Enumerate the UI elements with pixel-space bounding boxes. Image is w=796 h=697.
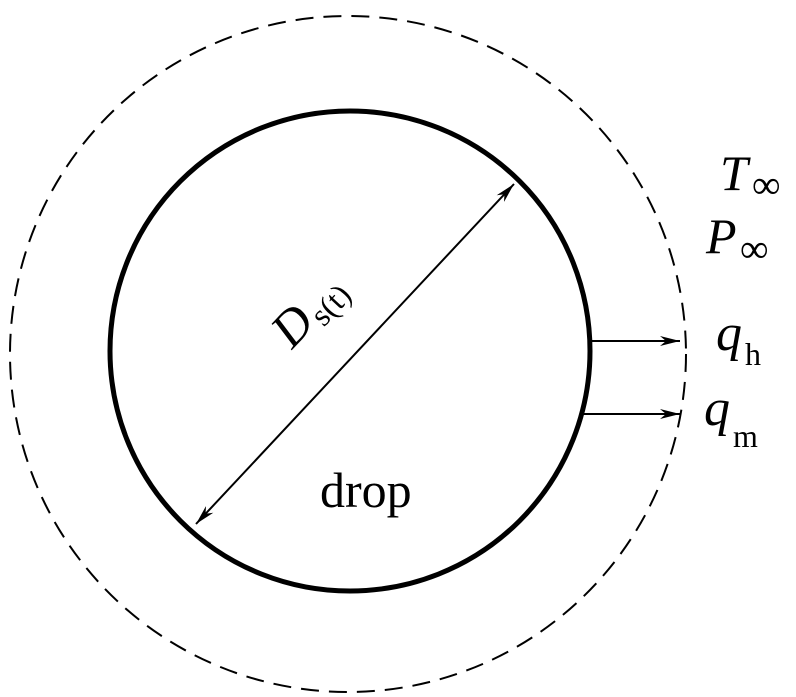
- mass-flux-label: q m: [704, 380, 758, 454]
- drop-circle: [107, 108, 593, 594]
- drop-label: drop: [320, 462, 412, 518]
- svg-text:q: q: [716, 305, 742, 362]
- svg-text:T: T: [720, 145, 751, 201]
- svg-text:h: h: [745, 336, 761, 372]
- diameter-arrow: [195, 183, 515, 525]
- ambient-temperature-label: T ∞: [720, 145, 781, 207]
- svg-text:P: P: [705, 208, 737, 264]
- diameter-label: D s(t): [258, 277, 358, 359]
- svg-text:q: q: [704, 380, 730, 437]
- ambient-pressure-label: P ∞: [705, 208, 769, 271]
- heat-flux-label: q h: [716, 305, 761, 372]
- svg-text:∞: ∞: [740, 226, 769, 271]
- svg-text:m: m: [733, 418, 758, 454]
- ambient-boundary-circle: [9, 15, 687, 693]
- svg-text:∞: ∞: [752, 162, 781, 207]
